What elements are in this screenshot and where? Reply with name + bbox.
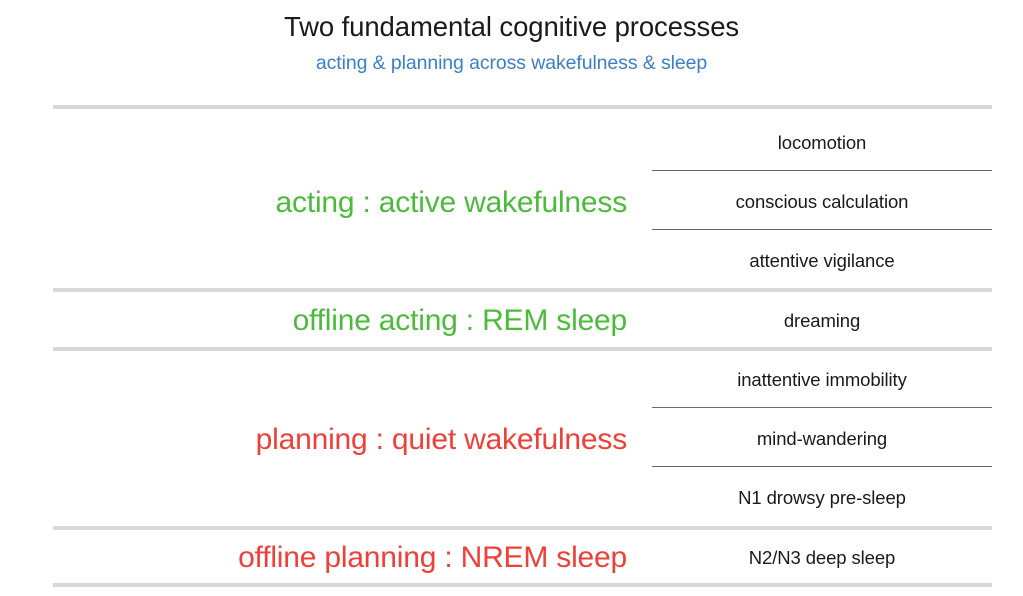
state-divider-mindwandering-n1 [652, 466, 992, 467]
category-label-offline-planning-nrem-sleep: offline planning : NREM sleep [238, 541, 627, 574]
category-label-offline-acting-rem-sleep: offline acting : REM sleep [292, 304, 628, 337]
group-divider-rem-planning [53, 347, 992, 351]
state-item-n2-n3-deep-sleep: N2/N3 deep sleep [748, 547, 896, 568]
group-divider-acting-rem [53, 288, 992, 292]
state-divider-locomotion-conscious [652, 170, 992, 171]
state-item-inattentive-immobility: inattentive immobility [737, 369, 907, 390]
group-divider-planning-nrem [53, 526, 992, 530]
state-item-mind-wandering: mind-wandering [756, 428, 888, 449]
state-item-dreaming: dreaming [783, 310, 861, 331]
state-item-locomotion: locomotion [777, 132, 867, 153]
page-title: Two fundamental cognitive processes [283, 11, 740, 42]
state-item-n1-drowsy-pre-sleep: N1 drowsy pre-sleep [738, 487, 906, 508]
category-label-acting-active-wakefulness: acting : active wakefulness [275, 186, 628, 219]
state-item-attentive-vigilance: attentive vigilance [749, 250, 895, 271]
page-subtitle: acting & planning across wakefulness & s… [315, 52, 708, 75]
state-divider-conscious-attentive [652, 229, 992, 230]
category-label-planning-quiet-wakefulness: planning : quiet wakefulness [255, 423, 628, 456]
slide-header: Two fundamental cognitive processes acti… [0, 0, 1023, 75]
state-item-conscious-calculation: conscious calculation [735, 191, 909, 212]
state-divider-inattentive-mindwandering [652, 407, 992, 408]
group-divider-bottom [53, 583, 992, 587]
group-divider-top [53, 105, 992, 109]
